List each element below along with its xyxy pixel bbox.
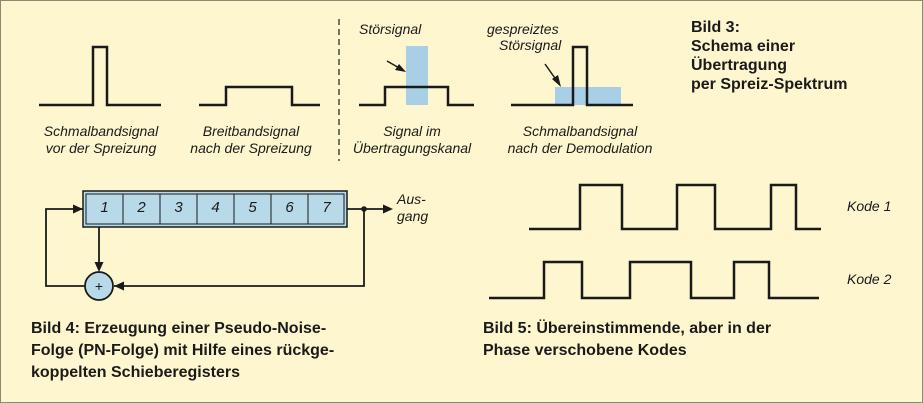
code-1-waveform — [529, 183, 821, 231]
register-cell-3: 3 — [174, 199, 183, 216]
bild3-title: Bild 3: — [691, 19, 740, 36]
junction-dot — [361, 206, 367, 212]
narrowband-pulse — [39, 45, 161, 107]
bild4-caption-1: Bild 4: Erzeugung einer Pseudo-Noise- — [31, 320, 327, 337]
feedback-loop-left — [45, 208, 86, 287]
adder-symbol: + — [94, 278, 104, 294]
register-cell-4: 4 — [211, 199, 220, 216]
label-stoersignal: Störsignal — [359, 21, 422, 37]
bild5-caption-1: Bild 5: Übereinstimmende, aber in der — [483, 320, 772, 337]
xor-adder — [84, 271, 114, 301]
code-2-waveform — [489, 260, 819, 300]
bild3-subtitle-1: Schema einer — [691, 38, 796, 55]
label-gespreiztes-1: gespreiztes — [487, 21, 559, 37]
bild5-caption-2: Phase verschobene Kodes — [483, 342, 687, 359]
bild3-subtitle-3: per Spreiz-Spektrum — [691, 76, 848, 93]
register-cell-1: 1 — [100, 199, 109, 216]
code-1-label: Kode 1 — [847, 198, 892, 214]
tap-arrowhead — [94, 262, 104, 272]
interference-arrow-head — [395, 64, 406, 72]
output-arrowhead — [383, 204, 393, 214]
broadband-pulse — [199, 85, 320, 107]
channel-signal — [359, 85, 474, 107]
output-label-2: gang — [397, 208, 429, 224]
input-arrowhead — [73, 204, 83, 214]
register-cell-2: 2 — [137, 199, 146, 216]
cell-dividers — [122, 194, 309, 224]
bild3-subtitle-2: Übertragung — [691, 57, 787, 74]
feedback-arrowhead — [114, 281, 124, 291]
demod-signal — [511, 45, 633, 107]
bild4-caption-3: koppelten Schieberegisters — [31, 364, 240, 381]
bild4-caption-2: Folge (PN-Folge) mit Hilfe eines rückge- — [31, 342, 335, 359]
register-cell-6: 6 — [285, 199, 294, 216]
register-inner — [85, 193, 345, 225]
label-gespreiztes-2: Störsignal — [499, 37, 562, 53]
code-2-label: Kode 2 — [847, 271, 892, 287]
register-cell-5: 5 — [248, 199, 257, 216]
output-label-1: Aus- — [397, 191, 426, 207]
register-cell-7: 7 — [322, 199, 331, 216]
spread-arrow-head — [552, 75, 561, 87]
feedback-loop-right — [114, 209, 365, 287]
interference-bar — [406, 46, 428, 105]
